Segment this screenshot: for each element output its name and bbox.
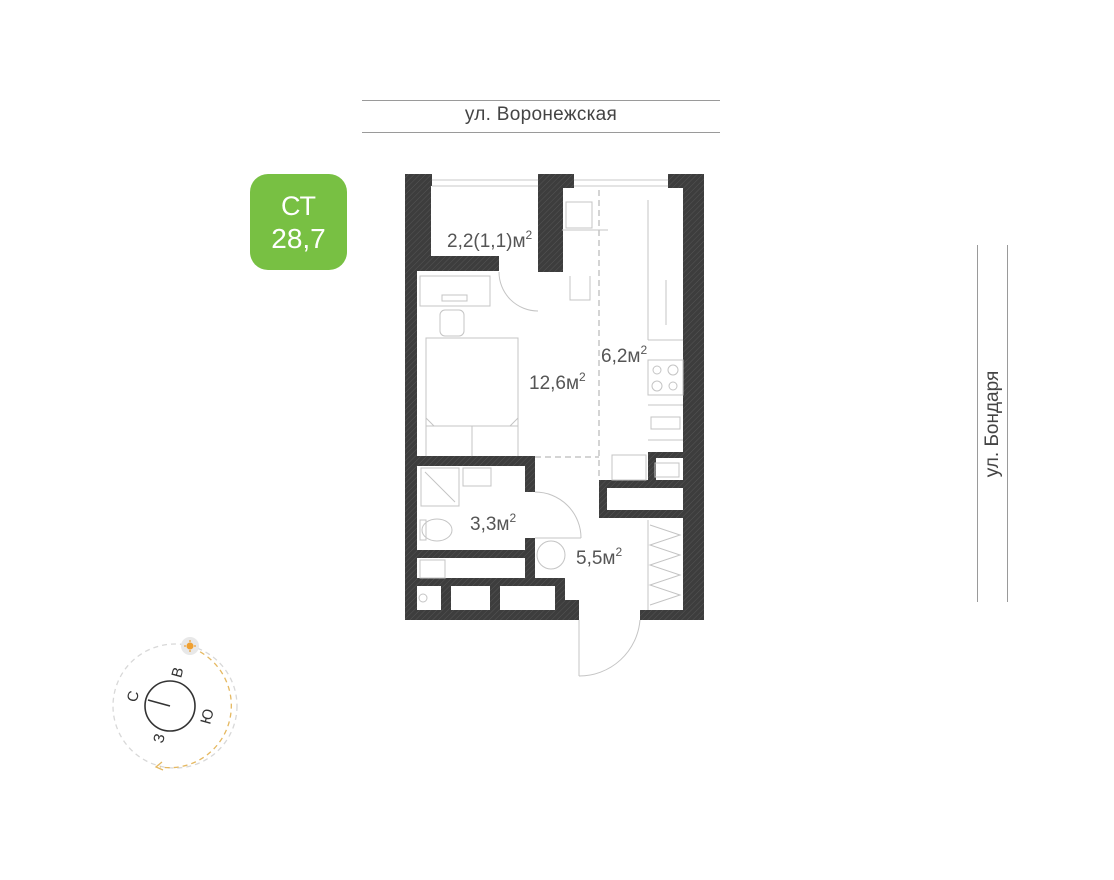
apartment-type-badge: СТ 28,7 [250, 174, 347, 270]
street-label-top: ул. Воронежская [362, 100, 720, 133]
room-area-living-room: 12,6м2 [529, 370, 586, 394]
walls [405, 174, 704, 620]
street-name-top: ул. Воронежская [464, 104, 618, 125]
room-area-balcony: 2,2(1,1)м2 [447, 228, 533, 252]
room-area-hallway: 5,5м2 [576, 545, 623, 569]
windows [432, 179, 668, 187]
zone-separators [535, 190, 600, 480]
apartment-type-label: СТ [280, 191, 317, 221]
street-label-right: ул. Бондаря [977, 245, 1008, 602]
room-area-bathroom: 3,3м2 [470, 511, 517, 535]
room-area-kitchen: 6,2м2 [601, 343, 648, 367]
compass [112, 637, 238, 771]
apartment-total-area: 28,7 [271, 223, 326, 254]
furniture [418, 200, 684, 677]
